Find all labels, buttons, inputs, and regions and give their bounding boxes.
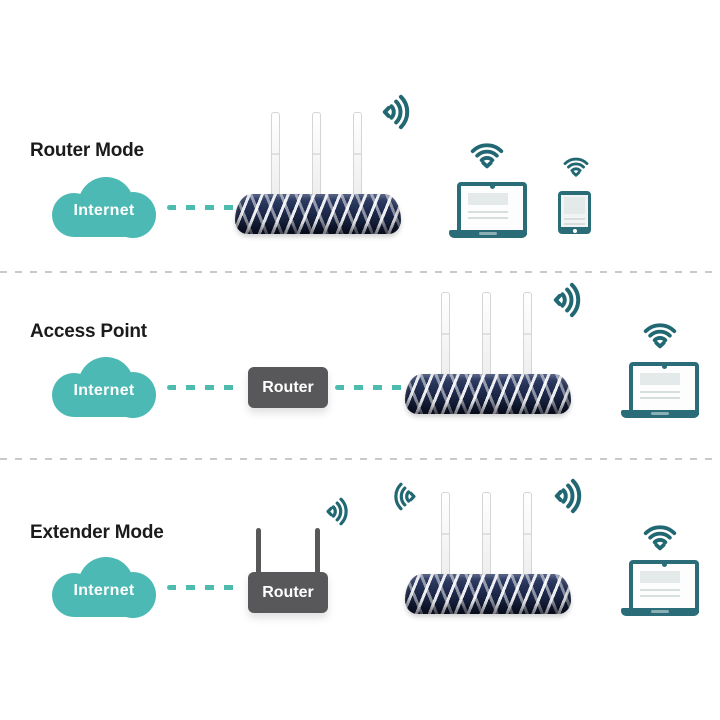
laptop-icon [449,182,527,238]
source-router: Router [248,528,328,613]
tablet-icon [558,191,591,234]
wireless-router [405,492,571,614]
laptop-icon [621,560,699,616]
router-antenna [441,492,450,586]
wifi-broadcast-right-icon [553,477,589,515]
wired-link-dashes [167,205,239,210]
laptop-screen-line [640,397,680,399]
laptop-screen-line [640,589,680,591]
laptop-base [449,230,527,238]
laptop-base-notch [651,412,669,415]
internet-label: Internet [73,582,135,599]
laptop-screen-content [640,373,680,385]
router-antenna [256,528,261,578]
router-box-label: Router [262,583,314,601]
laptop-camera-dot [662,563,667,567]
wifi-signal-icon [642,518,678,552]
internet-label: Internet [73,202,135,219]
internet-label: Internet [73,382,135,399]
tablet-screen [561,195,588,227]
laptop-base [621,608,699,616]
internet-cloud: Internet [51,557,157,619]
laptop-screen [629,362,699,415]
laptop-base-notch [651,610,669,613]
wireless-router [235,112,401,234]
laptop-screen-content [640,571,680,583]
section-divider [0,458,720,460]
laptop-screen [629,560,699,613]
router-box: Router [248,572,328,613]
wired-link-dashes [167,585,239,590]
router-body [235,194,401,234]
laptop-screen-line [640,391,680,393]
router-box: Router [248,367,328,408]
laptop-screen-line [468,211,508,213]
section-title-extender-mode: Extender Mode [30,522,164,543]
section-title-router-mode: Router Mode [30,140,144,161]
wired-link-dashes [167,385,239,390]
internet-cloud: Internet [51,177,157,239]
router-antenna [315,528,320,578]
tablet-screen-line [564,223,585,225]
router-body [405,574,571,614]
tablet-screen-line [564,218,585,220]
laptop-base-notch [479,232,497,235]
router-antenna [482,492,491,586]
laptop-screen-content [468,193,508,205]
wired-link-dashes [335,385,405,390]
laptop-screen [457,182,527,235]
router-box-label: Router [262,378,314,396]
tablet-screen-content [564,197,585,214]
wireless-router [405,292,571,414]
cloud-shape [58,381,150,417]
laptop-base [621,410,699,418]
laptop-icon [621,362,699,418]
cloud-shape [58,201,150,237]
tablet-home-button [572,229,577,233]
router-body [405,374,571,414]
laptop-camera-dot [662,365,667,369]
section-divider [0,271,720,273]
section-title-access-point: Access Point [30,321,147,342]
router-antenna [523,492,532,586]
laptop-camera-dot [490,185,495,189]
cloud-shape [58,581,150,617]
internet-cloud: Internet [51,357,157,419]
laptop-screen-line [468,217,508,219]
laptop-screen-line [640,595,680,597]
wifi-broadcast-right-icon [325,496,354,527]
